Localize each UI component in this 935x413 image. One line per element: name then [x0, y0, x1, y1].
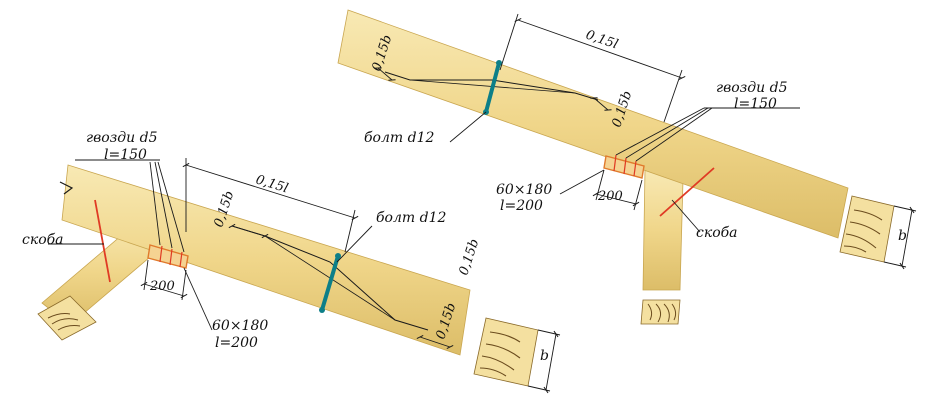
right-staple: [659, 167, 715, 217]
left-bolt-label: болт d12: [376, 210, 446, 226]
left-pad-dimension: [140, 259, 188, 301]
right-bolt-label: болт d12: [364, 130, 434, 146]
right-depth-right-dimension: [590, 97, 612, 111]
right-overlap-dimension: [499, 13, 686, 123]
left-pad-length-label: l=200: [215, 335, 258, 351]
right-bolt: [484, 62, 501, 113]
left-nails-length: l=150: [104, 147, 147, 163]
left-staple-label: скоба: [22, 232, 64, 248]
right-overlap-label: 0,15l: [584, 28, 620, 53]
right-scarf-line-1: [384, 71, 599, 101]
left-post-section: [37, 295, 97, 341]
right-pad-dimension: [592, 169, 643, 211]
left-depth-bottom-dimension: [416, 334, 454, 350]
right-joint: гвозди d5 l=150 0,15l 0,15b 0,15b болт d…: [337, 9, 917, 325]
right-staple-label: скоба: [696, 225, 738, 241]
right-staple-leader: [671, 199, 701, 233]
left-break-mark: [59, 181, 74, 195]
left-staple: [94, 199, 111, 283]
left-bolt-leader: [336, 225, 373, 263]
right-pad-length-label: l=200: [500, 198, 543, 214]
right-depth-left-dimension: [374, 67, 396, 81]
right-nail-leaders: [615, 107, 800, 162]
right-rafter-section: [839, 195, 917, 270]
right-section-b-label: b: [898, 228, 907, 244]
right-nails-label: гвозди d5: [716, 80, 788, 96]
left-main-rafter: [61, 164, 471, 356]
left-nail-pad: [147, 244, 189, 269]
right-pad-size-label: 60×180: [496, 182, 552, 198]
right-pad-leader: [559, 169, 605, 195]
right-pad-dim-label: 200: [597, 189, 623, 204]
right-bolt-leader: [449, 111, 487, 143]
left-pad-size-label: 60×180: [212, 318, 268, 334]
right-nails-length: l=150: [734, 96, 777, 112]
left-rafter-section: [473, 317, 561, 394]
right-nail-pad: [603, 154, 645, 179]
left-depth-top-dimension: [228, 223, 269, 239]
left-nail-leaders: [75, 159, 185, 253]
left-pad-leader: [183, 267, 213, 331]
left-overlap-label: 0,15l: [254, 172, 290, 196]
left-pad-dim-label: 200: [149, 279, 175, 294]
right-vertical-post: [642, 169, 684, 291]
left-bolt: [320, 255, 340, 311]
left-nails-label: гвозди d5: [86, 130, 158, 146]
left-joint: гвозди d5 l=150 0,15l 0,15b 0,15b 0,15b …: [22, 130, 561, 394]
left-overlap-dimension: [182, 158, 359, 253]
left-depth-far-label: 0,15b: [457, 237, 483, 277]
right-post-section: [640, 299, 681, 325]
right-main-rafter: [337, 9, 849, 239]
left-section-b-label: b: [540, 348, 549, 364]
